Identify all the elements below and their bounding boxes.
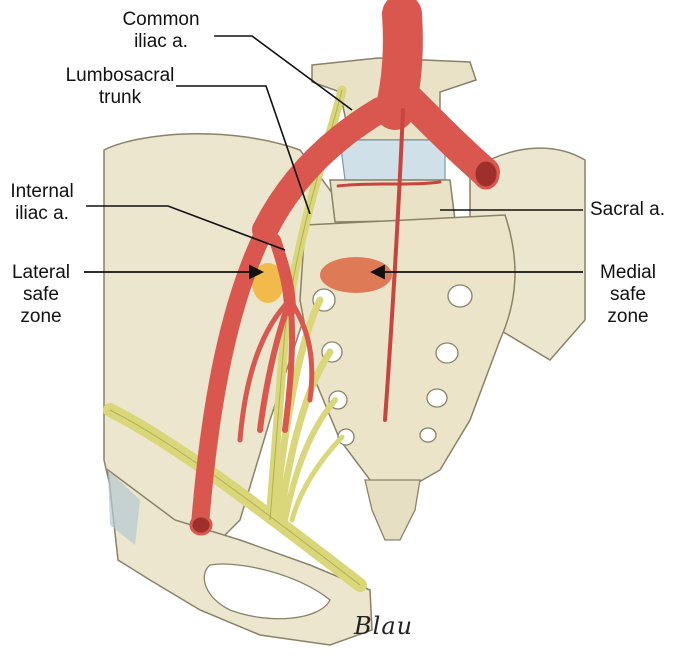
sacral-cross-branch xyxy=(336,180,442,188)
lumbosacral-trunk-label: Lumbosacral trunk xyxy=(64,65,176,109)
common-iliac-artery xyxy=(252,97,393,243)
medial-safe-line1: Medial xyxy=(600,262,656,283)
lumbosacral-line1: Lumbosacral xyxy=(65,65,175,86)
leader-lines xyxy=(86,35,583,251)
foramen-right-3 xyxy=(426,388,448,408)
foramen-left-4 xyxy=(337,428,355,446)
internal-iliac-line2: iliac a. xyxy=(15,203,69,224)
sacral-line1: Sacral a. xyxy=(590,199,665,220)
sacral-nerve-4 xyxy=(289,434,345,523)
left-hip-socket-shadow xyxy=(108,470,140,545)
internal-iliac-line1: Internal xyxy=(10,181,74,202)
lateral-safe-line1: Lateral xyxy=(11,262,71,283)
sacral-nerve-3 xyxy=(282,397,338,523)
leader-lumbosacral xyxy=(176,85,311,215)
internal-iliac-branch-1 xyxy=(257,297,293,433)
internal-iliac-branch-4 xyxy=(237,297,293,443)
lateral-safe-line2: safe xyxy=(23,284,59,305)
intervertebral-disc xyxy=(339,139,446,181)
median-sacral-artery xyxy=(383,108,405,422)
internal-iliac-branch-2 xyxy=(282,297,296,433)
sacral-nerve-1 xyxy=(271,296,324,524)
arrows xyxy=(84,264,583,280)
external-iliac-cut-end xyxy=(189,514,213,536)
foramen-right-2 xyxy=(435,342,459,364)
right-iliac-cut-end xyxy=(472,158,500,190)
coccyx xyxy=(364,479,421,541)
internal-iliac-branch-3 xyxy=(287,297,315,403)
lateral-safe-zone-label: Lateral safe zone xyxy=(0,262,82,328)
sacral-artery-label: Sacral a. xyxy=(590,199,665,221)
foramen-right-4 xyxy=(419,427,437,443)
medial-safe-zone-label: Medial safe zone xyxy=(588,262,668,328)
internal-iliac-label: Internal iliac a. xyxy=(0,181,84,225)
leader-common-iliac xyxy=(214,35,353,111)
sacral-nerve-2 xyxy=(276,348,334,524)
common-iliac-label: Common iliac a. xyxy=(108,9,214,53)
obturator-foramen xyxy=(203,563,331,620)
foramen-right-1 xyxy=(447,284,473,308)
common-iliac-line2: iliac a. xyxy=(134,31,188,52)
leader-internal-iliac xyxy=(86,205,286,251)
artist-signature: Blau xyxy=(354,612,414,640)
medial-safe-line2: safe xyxy=(610,284,646,305)
medial-safe-line3: zone xyxy=(607,306,649,327)
common-iliac-line1: Common xyxy=(122,9,200,30)
external-iliac-artery xyxy=(191,221,274,534)
lumbosacral-line2: trunk xyxy=(98,87,142,108)
arteries xyxy=(191,0,500,534)
medial-safe-zone-area xyxy=(320,257,392,293)
lateral-safe-line3: zone xyxy=(20,306,62,327)
